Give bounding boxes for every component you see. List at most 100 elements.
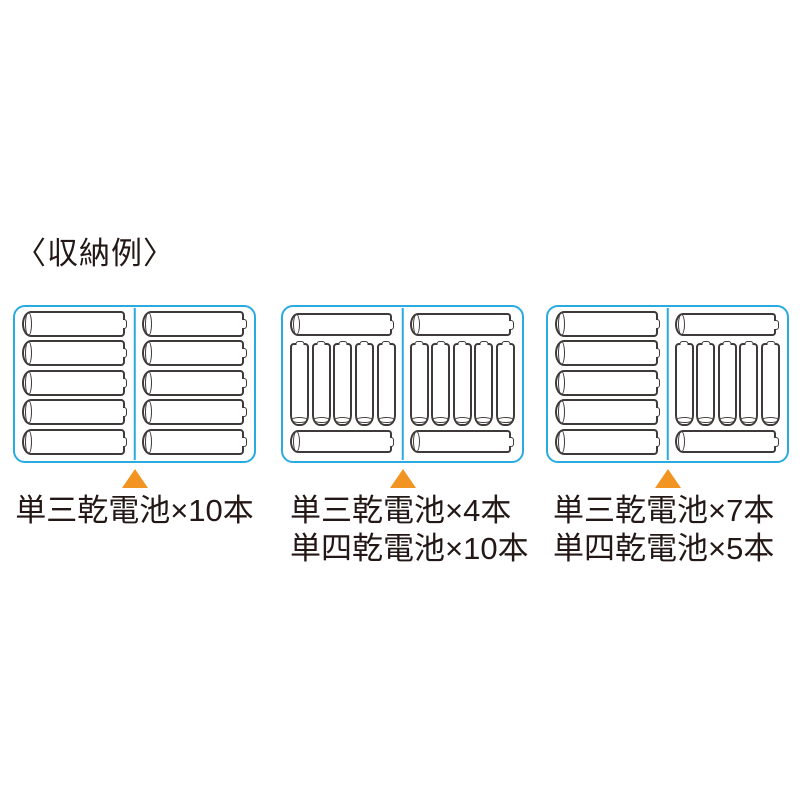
case-divider [133, 308, 136, 460]
aaa-battery [674, 340, 694, 426]
battery-cap [144, 370, 152, 395]
battery-cap [558, 400, 565, 425]
battery-plus-terminal-icon [381, 340, 391, 345]
case-compartment [403, 307, 523, 461]
battery-plus-terminal-icon [501, 340, 510, 345]
battery-cap [558, 370, 565, 395]
battery-plus-terminal-icon [655, 377, 660, 388]
battery-plus-terminal-icon [359, 340, 369, 345]
aaa-battery [452, 340, 472, 426]
case-label-line: 単四乾電池×10本 [290, 531, 529, 566]
battery-plus-terminal-icon [295, 340, 304, 345]
battery-plus-terminal-icon [242, 436, 247, 447]
battery-cap [558, 429, 565, 454]
battery-cap [25, 400, 32, 425]
case-compartment [668, 307, 788, 461]
aaa-battery [431, 340, 451, 426]
battery-plus-terminal-icon [436, 340, 446, 345]
aa-battery [290, 313, 394, 336]
battery-cap [675, 417, 693, 423]
case-label: 単三乾電池×7本単四乾電池×5本 [553, 492, 774, 568]
battery-cap [293, 431, 300, 452]
aa-battery [22, 399, 127, 426]
case-compartment [135, 307, 255, 461]
case-compartment [283, 307, 403, 461]
battery-plus-terminal-icon [122, 348, 127, 359]
battery-plus-terminal-icon [509, 436, 514, 447]
pointer-triangle-icon [389, 469, 416, 488]
battery-cap [144, 429, 152, 454]
case-label-line: 単三乾電池×4本 [290, 493, 512, 528]
battery-cap [677, 431, 685, 452]
aa-battery [22, 340, 127, 367]
aa-battery [555, 340, 660, 367]
aa-battery [141, 311, 247, 337]
battery-cap [740, 417, 758, 423]
case-divider [666, 308, 669, 460]
battery-cap [377, 417, 395, 423]
case-label: 単三乾電池×10本 [0, 492, 295, 530]
aaa-battery [761, 340, 780, 426]
aa-battery [555, 399, 660, 426]
battery-plus-terminal-icon [766, 340, 775, 345]
battery-cap [25, 312, 32, 336]
battery-plus-terminal-icon [122, 436, 127, 447]
aa-battery [674, 313, 779, 336]
aaa-battery [333, 340, 353, 426]
pointer-triangle-icon [654, 469, 681, 488]
battery-cap [718, 417, 736, 423]
case-divider [401, 308, 404, 460]
aa-battery [290, 430, 394, 453]
battery-plus-terminal-icon [242, 407, 247, 418]
battery-plus-terminal-icon [655, 407, 660, 418]
battery-plus-terminal-icon [242, 348, 247, 359]
battery-plus-terminal-icon [722, 340, 732, 345]
aa-battery [22, 369, 127, 396]
battery-cap [25, 370, 32, 395]
battery-cap [475, 417, 493, 423]
battery-cap [293, 314, 300, 335]
aaa-battery [496, 340, 515, 426]
battery-cap [25, 429, 32, 454]
battery-plus-terminal-icon [655, 348, 660, 359]
battery-cap [410, 417, 428, 423]
battery-cap [144, 400, 152, 425]
battery-cap [412, 314, 420, 335]
page-title: 〈収納例〉 [15, 236, 175, 271]
battery-plus-terminal-icon [509, 319, 514, 330]
case-label: 単三乾電池×4本単四乾電池×10本 [290, 492, 529, 568]
case-label-line: 単四乾電池×5本 [553, 531, 775, 566]
battery-plus-terminal-icon [655, 436, 660, 447]
battery-cap [291, 417, 308, 423]
battery-plus-terminal-icon [242, 377, 247, 388]
battery-cap [412, 431, 420, 452]
battery-plus-terminal-icon [479, 340, 489, 345]
battery-plus-terminal-icon [242, 319, 247, 329]
battery-cap [144, 341, 152, 366]
aa-battery [555, 369, 660, 396]
battery-plus-terminal-icon [679, 340, 689, 345]
case-label-line: 単三乾電池×7本 [553, 493, 775, 528]
aa-battery [141, 399, 247, 426]
battery-cap [334, 417, 352, 423]
aaa-battery [409, 340, 429, 426]
battery-case [281, 305, 524, 463]
battery-cap [355, 417, 373, 423]
battery-plus-terminal-icon [122, 407, 127, 418]
battery-cap [25, 341, 32, 366]
battery-cap [558, 341, 565, 366]
battery-plus-terminal-icon [316, 340, 326, 345]
aaa-battery [696, 340, 716, 426]
aaa-battery [354, 340, 374, 426]
battery-case [13, 305, 256, 463]
battery-plus-terminal-icon [457, 340, 467, 345]
aaa-battery [474, 340, 494, 426]
case-compartment [548, 307, 668, 461]
battery-cap [312, 417, 330, 423]
aaa-battery [290, 340, 309, 426]
battery-plus-terminal-icon [338, 340, 348, 345]
aa-battery [555, 428, 660, 455]
battery-plus-terminal-icon [389, 319, 394, 330]
aaa-battery [739, 340, 759, 426]
case-label-line: 単三乾電池×10本 [15, 493, 254, 528]
